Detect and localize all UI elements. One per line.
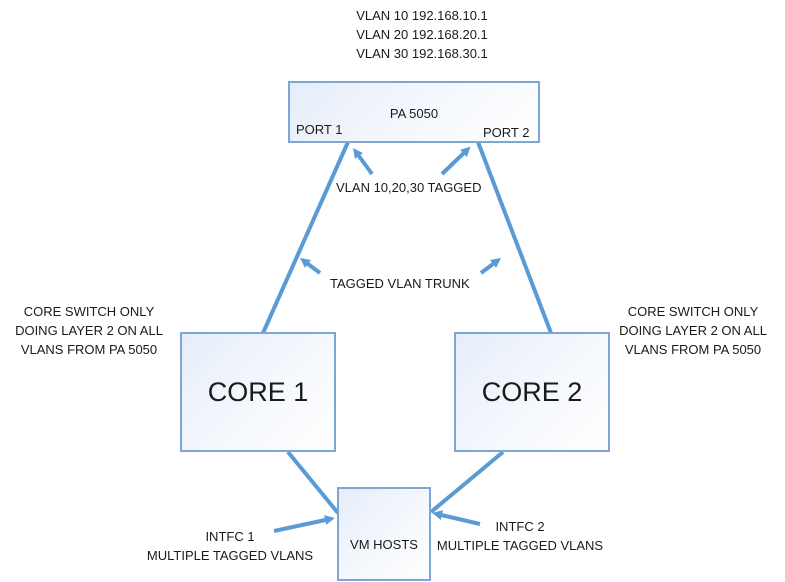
core-right-note: CORE SWITCH ONLY DOING LAYER 2 ON ALL VL… <box>618 302 768 359</box>
note-line: CORE SWITCH ONLY <box>23 304 155 319</box>
link-port2-core2 <box>476 141 553 334</box>
note-line: CORE SWITCH ONLY <box>627 304 759 319</box>
vlan-address-list: VLAN 10 192.168.10.1 VLAN 20 192.168.20.… <box>322 6 522 63</box>
vm-hosts-node[interactable]: VM HOSTS <box>337 487 431 581</box>
firewall-node[interactable]: PA 5050 PORT 1 PORT 2 <box>288 81 540 143</box>
intfc1-note: INTFC 1 MULTIPLE TAGGED VLANS <box>140 527 320 565</box>
note-line: VLANS FROM PA 5050 <box>20 342 158 357</box>
arrow-trunk-right <box>479 258 501 275</box>
trunk-label: TAGGED VLAN TRUNK <box>330 276 470 291</box>
note-line: INTFC 2 <box>495 519 545 534</box>
core1-node[interactable]: CORE 1 <box>180 332 336 452</box>
core2-node[interactable]: CORE 2 <box>454 332 610 452</box>
core2-label: CORE 2 <box>481 377 583 407</box>
vlan-tagged-label: VLAN 10,20,30 TAGGED <box>336 180 482 195</box>
core-left-note: CORE SWITCH ONLY DOING LAYER 2 ON ALL VL… <box>14 302 164 359</box>
port1-label: PORT 1 <box>296 122 343 137</box>
note-line: DOING LAYER 2 ON ALL <box>619 323 767 338</box>
intfc2-note: INTFC 2 MULTIPLE TAGGED VLANS <box>432 517 608 555</box>
link-core2-vmhosts <box>429 450 505 514</box>
arrow-trunk-left <box>300 258 322 275</box>
core1-label: CORE 1 <box>207 377 309 407</box>
arrow-intfc1 <box>273 515 335 533</box>
arrow-vlan-to-port2 <box>440 146 471 176</box>
vm-hosts-label: VM HOSTS <box>350 537 418 552</box>
link-port1-core1 <box>261 141 350 334</box>
vlan-20-line: VLAN 20 192.168.20.1 <box>356 27 488 42</box>
port2-label: PORT 2 <box>483 125 530 140</box>
note-line: VLANS FROM PA 5050 <box>624 342 762 357</box>
firewall-label: PA 5050 <box>389 106 439 121</box>
note-line: INTFC 1 <box>205 529 255 544</box>
arrow-intfc2 <box>432 510 481 526</box>
vlan-30-line: VLAN 30 192.168.30.1 <box>356 46 488 61</box>
link-core1-vmhosts <box>286 450 340 515</box>
note-line: MULTIPLE TAGGED VLANS <box>436 538 604 553</box>
vlan-10-line: VLAN 10 192.168.10.1 <box>356 8 488 23</box>
note-line: DOING LAYER 2 ON ALL <box>15 323 163 338</box>
arrow-vlan-to-port1 <box>353 147 374 176</box>
note-line: MULTIPLE TAGGED VLANS <box>146 548 314 563</box>
